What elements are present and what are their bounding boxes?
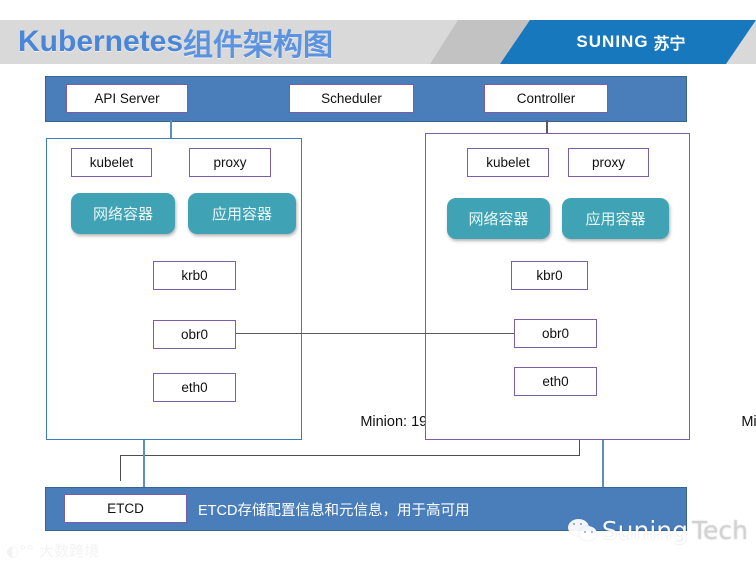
minion-left-bridge-box[interactable]: krb0 [153, 261, 236, 290]
connector-bridge-right-leg [579, 440, 581, 456]
minion-right-eth-box[interactable]: eth0 [514, 367, 597, 396]
connector-right-minion-to-etcd [602, 440, 604, 487]
scheduler-box[interactable]: Scheduler [289, 84, 414, 113]
page-title-cn: 组件架构图 [183, 29, 334, 62]
etcd-note: ETCD存储配置信息和元信息，用于高可用 [198, 503, 470, 519]
dashukuajing-watermark: ◐°° 大数跨境 [6, 540, 99, 561]
connector-master-to-left-minion [170, 120, 172, 138]
minion-right-network-container[interactable]: 网络容器 [447, 198, 550, 239]
minion-right-app-container[interactable]: 应用容器 [562, 198, 669, 239]
suning-logo: SUNING 苏宁 [536, 20, 726, 64]
minion-left-kubelet-box[interactable]: kubelet [71, 148, 152, 177]
minion-left-obr-box[interactable]: obr0 [153, 320, 236, 349]
dashukuajing-watermark-text: 大数跨境 [39, 542, 100, 560]
header-blue-wedge [500, 20, 756, 64]
connector-bridge-span [120, 455, 580, 457]
minion-left-network-container[interactable]: 网络容器 [71, 193, 175, 234]
minion-right-bridge-box[interactable]: kbr0 [511, 261, 588, 290]
minion-left-proxy-box[interactable]: proxy [189, 148, 271, 177]
minion-right-obr-box[interactable]: obr0 [514, 319, 597, 348]
minion-right-kubelet-box[interactable]: kubelet [467, 148, 549, 177]
suningtech-watermark-tail: Tech [692, 516, 748, 545]
minion-left-app-container[interactable]: 应用容器 [188, 193, 296, 234]
connector-master-to-right-minion [546, 120, 548, 134]
connector-left-minion-to-etcd [143, 440, 145, 487]
minion-right-proxy-box[interactable]: proxy [568, 148, 649, 177]
api-server-box[interactable]: API Server [66, 84, 188, 113]
connector-obr0-to-obr0 [236, 333, 514, 335]
controller-box[interactable]: Controller [484, 84, 608, 113]
connector-bridge-left-leg [120, 455, 122, 481]
minion-left-eth-box[interactable]: eth0 [153, 373, 236, 402]
suning-logo-en: SUNING [576, 32, 649, 51]
etcd-box[interactable]: ETCD [64, 494, 187, 523]
minion-right-label: Minion:192.168.0.2 [741, 414, 756, 430]
page-title-en: Kubernetes [18, 25, 184, 58]
dashukuajing-logo-icon: ◐°° [6, 541, 35, 560]
suning-logo-cn: 苏宁 [653, 36, 686, 53]
